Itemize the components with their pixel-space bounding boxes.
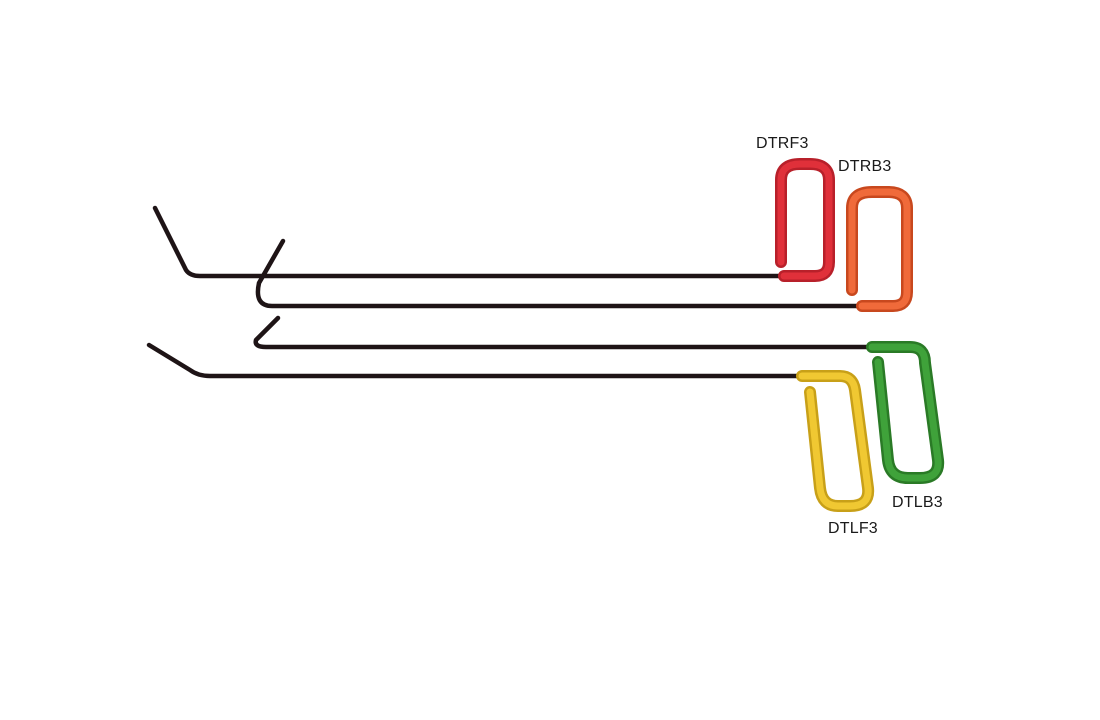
rod-dtlf3 (146, 342, 811, 379)
tool-dtrb3 (255, 186, 913, 312)
tool-label-dtrf3: DTRF3 (756, 135, 809, 152)
tool-label-dtrb3: DTRB3 (838, 158, 892, 175)
tool-dtlf3 (146, 342, 875, 512)
handle-dtrb3 (846, 186, 913, 312)
tool-label-dtlb3: DTLB3 (892, 494, 943, 511)
rod-dtlb3 (253, 315, 883, 350)
tool-dtrf3 (152, 158, 835, 282)
rod-dtrf3 (152, 205, 793, 279)
tool-dtlb3 (253, 315, 945, 484)
handle-dtrf3 (775, 158, 835, 282)
tool-label-dtlf3: DTLF3 (828, 520, 878, 537)
rod-dtrb3 (255, 238, 869, 309)
